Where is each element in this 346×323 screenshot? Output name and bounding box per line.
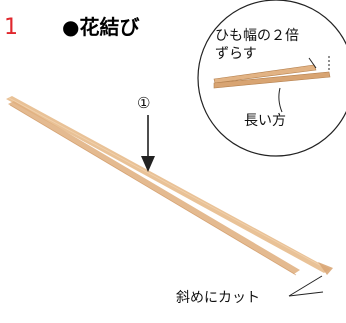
detail-long-pointer: [278, 87, 283, 113]
detail-leader-line: [308, 57, 317, 69]
cut-note-label: 斜めにカット: [176, 290, 260, 306]
strip-shadow-line: [9, 104, 297, 276]
detail-strip-lower: [213, 71, 331, 89]
detail-circle: [197, 0, 346, 157]
paper-strip: [6, 96, 333, 276]
detail-offset-note-line2: ずらす: [215, 46, 257, 62]
detail-strip-upper: [213, 64, 317, 84]
step-number: 1: [4, 15, 18, 40]
strip-edge-line: [8, 97, 330, 271]
strip-upper-layer: [8, 101, 300, 274]
detail-offset-note-line1: ひも幅の２倍: [215, 28, 299, 44]
cut-pointer: [288, 275, 324, 297]
step-title: ●花結び: [62, 15, 140, 39]
marker-1-arrow: [141, 115, 155, 172]
marker-1-label: ①: [137, 94, 151, 112]
strip-diagonal-cut: [318, 262, 333, 275]
detail-long-side-label: 長い方: [244, 113, 286, 129]
